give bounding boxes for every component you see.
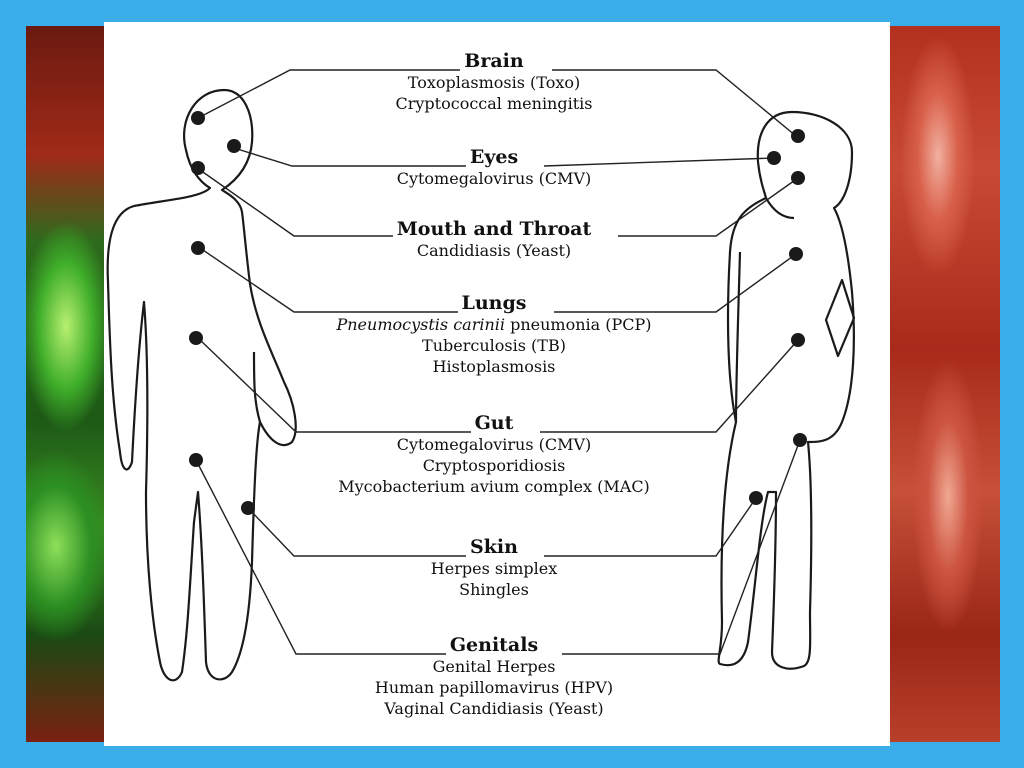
connector-skin-left (247, 507, 482, 557)
section-title: Lungs (457, 292, 531, 314)
section-mouth-throat: Mouth and Throat Candidiasis (Yeast) (284, 218, 704, 261)
dot-female-brain (791, 129, 805, 143)
section-title: Genitals (445, 634, 543, 656)
connector-gut-right (540, 339, 799, 433)
section-title: Skin (466, 536, 522, 558)
disease-item: Candidiasis (Yeast) (416, 241, 572, 260)
diagram-panel: Brain Toxoplasmosis (Toxo) Cryptococcal … (104, 22, 890, 746)
section-title: Gut (470, 412, 518, 434)
dot-female-genitals (793, 433, 807, 447)
connector-lungs-left (199, 247, 470, 313)
connector-genitals-left (195, 459, 462, 655)
female-inner-arm-line (734, 251, 742, 423)
dot-male-lungs (191, 241, 205, 255)
disease-item: Tuberculosis (TB) (422, 336, 566, 355)
dot-male-gut (189, 331, 203, 345)
female-figure-outline (717, 110, 855, 670)
dot-female-eye (767, 151, 781, 165)
connector-eyes-left (233, 147, 480, 167)
disease-item: Cytomegalovirus (CMV) (396, 169, 592, 188)
disease-item: Toxoplasmosis (Toxo) (407, 73, 581, 92)
connector-skin-right (544, 497, 757, 557)
disease-item: Histoplasmosis (432, 357, 556, 376)
connector-mouth-left (199, 169, 400, 237)
disease-item: Cryptococcal meningitis (395, 94, 593, 113)
male-figure-outline (106, 88, 297, 682)
dot-male-throat (191, 161, 205, 175)
section-gut: Gut Cytomegalovirus (CMV) Cryptosporidio… (284, 412, 704, 497)
disease-item-rest: pneumonia (PCP) (505, 315, 652, 334)
disease-item: Vaginal Candidiasis (Yeast) (384, 699, 604, 718)
female-hair-line (765, 197, 795, 220)
connector-eyes-right (543, 157, 775, 167)
section-eyes: Eyes Cytomegalovirus (CMV) (284, 146, 704, 189)
section-title: Eyes (465, 146, 523, 168)
disease-item: Human papillomavirus (HPV) (374, 678, 614, 697)
connector-brain-right (552, 69, 797, 137)
section-title: Mouth and Throat (392, 218, 596, 240)
dot-male-genitals (189, 453, 203, 467)
dot-female-mouth (791, 171, 805, 185)
disease-item-italic: Pneumocystis carinii (336, 315, 505, 334)
disease-item: Pneumocystis carinii pneumonia (PCP) (284, 314, 704, 335)
dot-male-skin (241, 501, 255, 515)
disease-item: Cytomegalovirus (CMV) (396, 435, 592, 454)
dot-male-eye (227, 139, 241, 153)
disease-item: Herpes simplex (430, 559, 558, 578)
left-background-photo (26, 26, 106, 742)
dot-male-brain (191, 111, 205, 125)
section-lungs: Lungs Pneumocystis carinii pneumonia (PC… (284, 292, 704, 377)
right-background-photo (888, 26, 1000, 742)
dot-female-lungs (789, 247, 803, 261)
section-title: Brain (460, 50, 528, 72)
connector-lungs-right (554, 253, 797, 313)
female-hand-diamond (824, 278, 856, 358)
male-inner-arm-line (252, 351, 262, 423)
dot-female-skin (749, 491, 763, 505)
disease-item: Mycobacterium avium complex (MAC) (338, 477, 650, 496)
section-skin: Skin Herpes simplex Shingles (284, 536, 704, 600)
disease-item: Shingles (459, 580, 529, 599)
connector-genitals-right (562, 439, 801, 655)
body-outline-figures (106, 69, 856, 682)
connector-gut-left (197, 337, 484, 433)
section-genitals: Genitals Genital Herpes Human papillomav… (284, 634, 704, 719)
disease-item: Cryptosporidiosis (422, 456, 566, 475)
section-brain: Brain Toxoplasmosis (Toxo) Cryptococcal … (284, 50, 704, 114)
dot-female-gut (791, 333, 805, 347)
connector-mouth-right (618, 177, 799, 237)
disease-item: Genital Herpes (432, 657, 556, 676)
connector-brain-left (197, 69, 474, 119)
